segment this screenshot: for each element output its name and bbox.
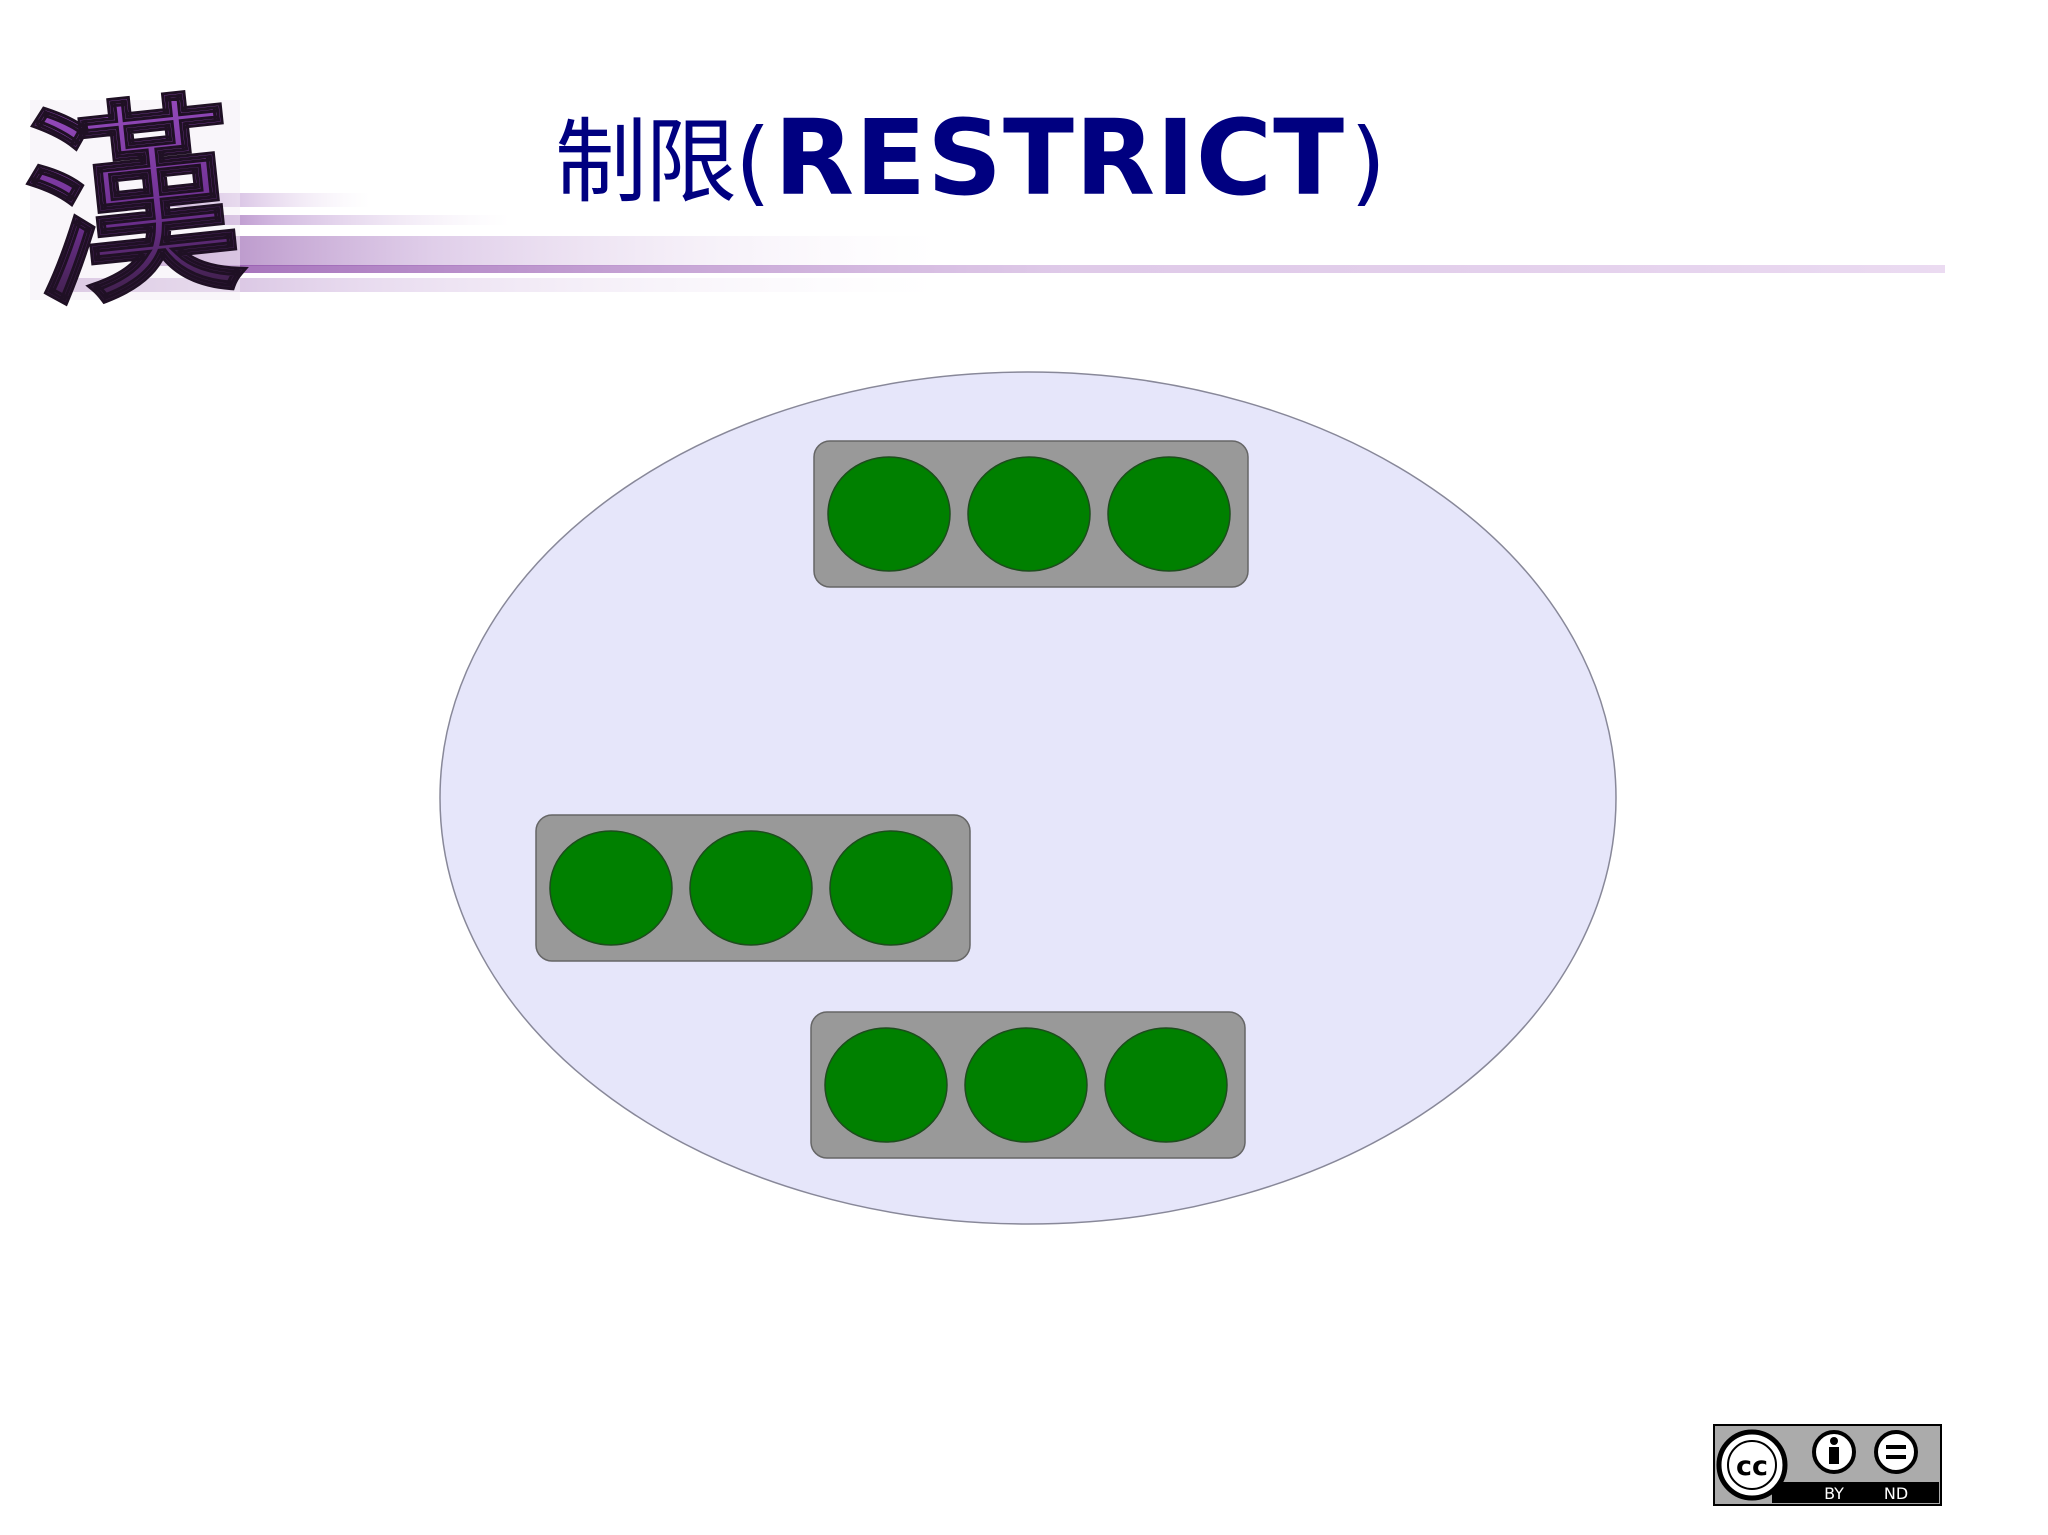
nd-label: ND <box>1884 1484 1908 1503</box>
title-open-paren: ( <box>735 109 771 216</box>
no-derivatives-icon <box>1874 1430 1918 1474</box>
group-2-circle-2 <box>689 830 813 946</box>
cc-label: cc <box>1736 1451 1768 1482</box>
group-3-circle-2 <box>964 1027 1088 1143</box>
header-streaks <box>60 193 1945 292</box>
title-latin: RESTRICT <box>774 97 1346 219</box>
group-2-circle-1 <box>549 830 673 946</box>
by-label: BY <box>1824 1484 1844 1503</box>
attribution-icon <box>1812 1430 1856 1474</box>
group-1-circle-3 <box>1107 456 1231 572</box>
group-1-circle-1 <box>827 456 951 572</box>
slide-title: 制限( RESTRICT ) <box>555 98 1575 218</box>
group-1-circle-2 <box>967 456 1091 572</box>
cc-license-badge[interactable]: cc BY ND <box>1713 1424 1942 1506</box>
restriction-ellipse <box>439 371 1617 1225</box>
title-cjk: 制限 <box>555 109 737 216</box>
kanji-logo: 漢 <box>14 69 253 340</box>
group-3-circle-3 <box>1104 1027 1228 1143</box>
cc-icon: cc <box>1716 1429 1788 1501</box>
circle-groups <box>535 440 1249 1159</box>
svg-text:漢: 漢 <box>15 71 251 339</box>
group-3-circle-1 <box>824 1027 948 1143</box>
title-close-paren: ) <box>1350 109 1386 216</box>
group-2-circle-3 <box>829 830 953 946</box>
